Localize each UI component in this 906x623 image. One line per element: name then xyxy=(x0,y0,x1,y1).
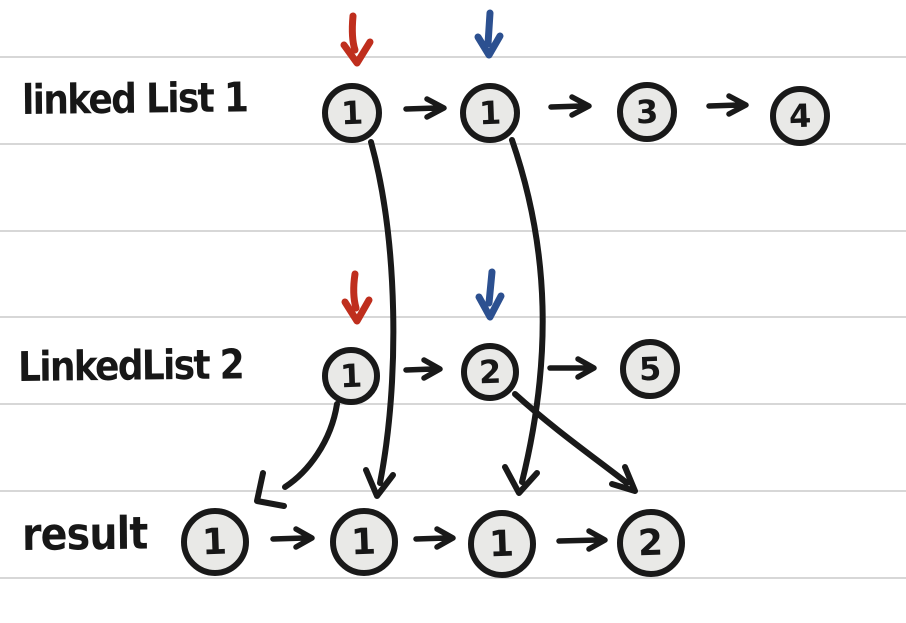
ruled-line-3 xyxy=(0,230,906,232)
next-arrow-list1-3 xyxy=(706,93,749,117)
list1-node-1-value: 1 xyxy=(340,93,364,133)
list1-node-1: 1 xyxy=(322,83,382,143)
merge-arrow-list2n2-to-result4 xyxy=(512,391,638,494)
list2-node-1: 1 xyxy=(322,347,380,405)
merge-arrow-list2n1-to-result1 xyxy=(254,401,340,509)
result-node-4: 2 xyxy=(617,509,685,577)
result-node-1: 1 xyxy=(181,508,249,576)
result-node-4-value: 2 xyxy=(637,522,665,564)
result-node-3: 1 xyxy=(468,510,536,578)
result-node-2-value: 1 xyxy=(350,521,378,563)
next-arrow-list1-2 xyxy=(548,94,592,118)
list1-node-4-value: 4 xyxy=(788,96,812,136)
ruled-line-7 xyxy=(0,577,906,579)
blue-pointer-icon-list1 xyxy=(474,9,504,59)
ruled-line-5 xyxy=(0,403,906,405)
red-pointer-icon-list2 xyxy=(341,270,373,325)
merge-arrow-list1n1-to-result2 xyxy=(363,139,397,499)
next-arrow-list2-1 xyxy=(403,357,443,381)
next-arrow-list2-2 xyxy=(547,356,597,380)
blue-pointer-icon-list2 xyxy=(475,268,505,321)
result-node-3-value: 1 xyxy=(488,523,516,565)
ruled-line-4 xyxy=(0,316,906,318)
list2-node-2: 2 xyxy=(461,343,519,401)
result-node-1-value: 1 xyxy=(201,521,229,563)
list1-node-4: 4 xyxy=(770,86,830,146)
list1-node-3: 3 xyxy=(617,82,677,142)
ruled-line-2 xyxy=(0,143,906,145)
result-node-2: 1 xyxy=(330,508,398,576)
list2-node-2-value: 2 xyxy=(478,352,502,392)
next-arrow-list1-1 xyxy=(403,96,447,120)
list1-node-3-value: 3 xyxy=(635,92,659,132)
list2-node-1-value: 1 xyxy=(339,356,363,396)
next-arrow-result-3 xyxy=(556,528,608,552)
ruled-line-1 xyxy=(0,56,906,58)
list2-node-3: 5 xyxy=(620,339,680,399)
list1-node-2-value: 1 xyxy=(478,93,502,133)
next-arrow-result-1 xyxy=(270,526,315,550)
red-pointer-icon-list1 xyxy=(340,12,374,67)
list1-node-2: 1 xyxy=(460,83,520,143)
list2-node-3-value: 5 xyxy=(638,349,662,389)
ruled-line-6 xyxy=(0,490,906,492)
next-arrow-result-2 xyxy=(413,526,456,550)
merge-arrow-list1n2-to-result3 xyxy=(502,137,546,496)
